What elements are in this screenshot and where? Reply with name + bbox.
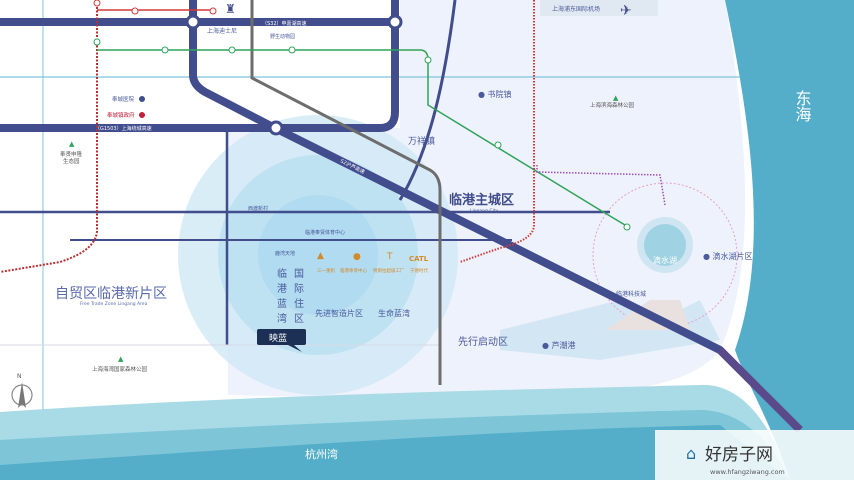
project-name[interactable]: 映蓝 [269,332,287,344]
svg-text:特斯拉超级工厂: 特斯拉超级工厂 [373,267,405,274]
svg-text:西渡新村: 西渡新村 [248,205,268,212]
metro-line-16 [250,0,442,385]
dishui-district-label: ● 滴水湖片区 [703,251,753,261]
east-sea [725,0,854,480]
svg-text:临港奉贤体育中心: 临港奉贤体育中心 [305,229,345,236]
s2-expressway [271,124,724,354]
airplane-icon: ✈ [620,3,632,19]
bay-label: 杭州湾 [305,447,338,461]
center-icon: ● [353,252,361,262]
tesla-icon: T [386,252,393,262]
watermark-url: www.hfangziwang.com [710,468,785,476]
ecopark-label: 奉贤申隆 [60,150,83,158]
compass-icon: N [11,373,33,408]
dishui-lake-label: 滴水湖 [653,255,677,265]
tree-icon: ▲ [69,140,75,148]
expressway-west [189,0,279,132]
svg-text:国: 国 [294,268,304,280]
g1503-label: （G1503）上海绕城高速 [95,125,152,132]
svg-text:湾: 湾 [277,312,287,325]
company-list: ▲ ● T CATL 三一重机 临港奉贤中心 特斯拉超级工厂 宁德时代 [317,251,429,274]
svg-text:三一重机: 三一重机 [317,267,335,274]
svg-text:Lingang City: Lingang City [470,208,499,214]
airport-box [540,0,658,16]
wildlife-label: 野生动物园 [270,33,295,40]
disney-label: 上海迪士尼 [207,27,237,35]
svg-text:临港奉贤中心: 临港奉贤中心 [340,267,367,274]
svg-text:住: 住 [294,297,304,310]
binhai-park-label: 上海滨海森林公园 [590,101,635,109]
advanced-zone-label: 先进智造片区 [315,308,363,318]
castle-icon: ♜ [225,2,236,16]
luchao-label: ● 芦潮港 [542,340,576,350]
g1503-expressway [0,0,399,132]
s32-label: （S32）申嘉湖高速 [262,20,307,27]
life-bay-label: 生命蓝湾 [378,308,410,318]
watermark [655,430,854,480]
svg-text:区: 区 [294,313,304,325]
airport-label: 上海浦东国际机场 [552,5,600,13]
svg-text:港: 港 [277,283,287,295]
tree-icon: ▲ [118,355,124,363]
intl-bay-label: 临国 港际 蓝住 湾区 [277,267,304,325]
sany-icon: ▲ [317,251,324,261]
watermark-name: 好房子网 [705,445,773,465]
pilot-zone-label: 先行启动区 [458,335,508,348]
svg-text:际: 际 [294,283,304,295]
svg-text:Free Trade Zone Lingang Area: Free Trade Zone Lingang Area [80,301,148,307]
svg-text:生态园: 生态园 [63,157,80,165]
donghai-bridge [717,347,803,433]
project-marker[interactable] [257,329,306,345]
east-sea-label: 东海 [793,90,812,122]
house-logo-icon: ⌂ [686,444,696,463]
svg-text:临: 临 [277,267,287,280]
tech-city-label: 临港科技城 [616,290,646,298]
ftz-label: 自贸区临港新片区 [55,286,167,302]
metro-line-green [97,49,631,229]
tree-icon: ▲ [613,94,619,102]
wanxiang-label: 万祥镇 [408,135,435,147]
svg-text:鹿湾天地: 鹿湾天地 [275,250,295,257]
shuyuan-label: ● 书院镇 [478,89,512,99]
svg-text:N: N [17,373,22,380]
svg-text:宁德时代: 宁德时代 [410,267,428,274]
catl-logo: CATL [409,255,429,263]
lingang-main-label: 临港主城区 [449,192,514,208]
gov-icon [139,112,145,118]
hangzhou-bay [0,425,790,480]
gov-label: 奉城镇政府 [107,111,135,119]
hospital-label: 奉城医院 [112,95,135,103]
hospital-icon [139,96,145,102]
airport-link [459,0,535,263]
haiwan-park-label: 上海海湾国家森林公园 [92,365,148,373]
svg-text:蓝: 蓝 [277,298,287,310]
